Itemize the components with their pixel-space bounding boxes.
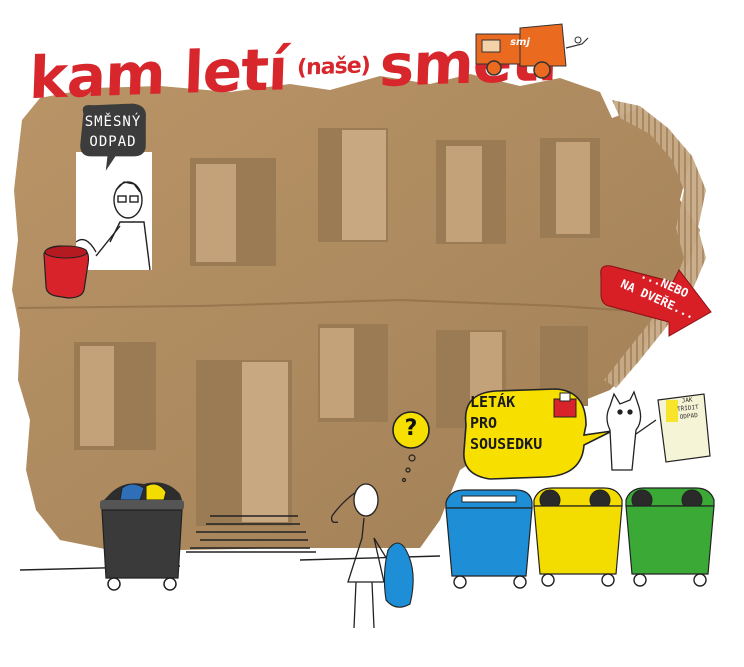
leaflet-line3: SOUSEDKU — [470, 435, 543, 453]
leaflet-card-text: JAK TŘÍDIT ODPAD — [667, 395, 709, 423]
mixed-waste-line2: ODPAD — [89, 134, 137, 150]
paper-bin-blue — [445, 489, 533, 589]
cat-with-leaflet-illustration — [606, 390, 711, 471]
man-with-bucket-illustration — [43, 181, 151, 299]
mixed-waste-bubble — [80, 103, 146, 171]
leaflet-line1: LETÁK — [470, 393, 516, 411]
mixed-waste-line1: SMĚSNÝ — [84, 114, 142, 130]
garbage-truck-illustration — [475, 23, 589, 79]
leaflet-line2: PRO — [470, 414, 498, 432]
glass-bin-green — [625, 487, 715, 587]
question-mark: ? — [404, 416, 418, 441]
title-part-2: (naše) — [296, 53, 371, 81]
girl-with-bag-illustration — [330, 483, 414, 629]
leaflet-bubble-text: LETÁK PRO SOUSEDKU — [470, 392, 580, 455]
mixed-waste-bin — [100, 482, 184, 591]
question-thought-bubble — [392, 411, 430, 483]
mixed-waste-text: SMĚSNÝ ODPAD — [68, 112, 158, 152]
plastic-bin-yellow — [533, 487, 623, 587]
title-part-1: kam letí — [28, 35, 289, 113]
leaflet-bubble — [463, 388, 613, 480]
door-arrow-sign — [600, 265, 712, 337]
truck-logo: smj — [510, 37, 530, 48]
